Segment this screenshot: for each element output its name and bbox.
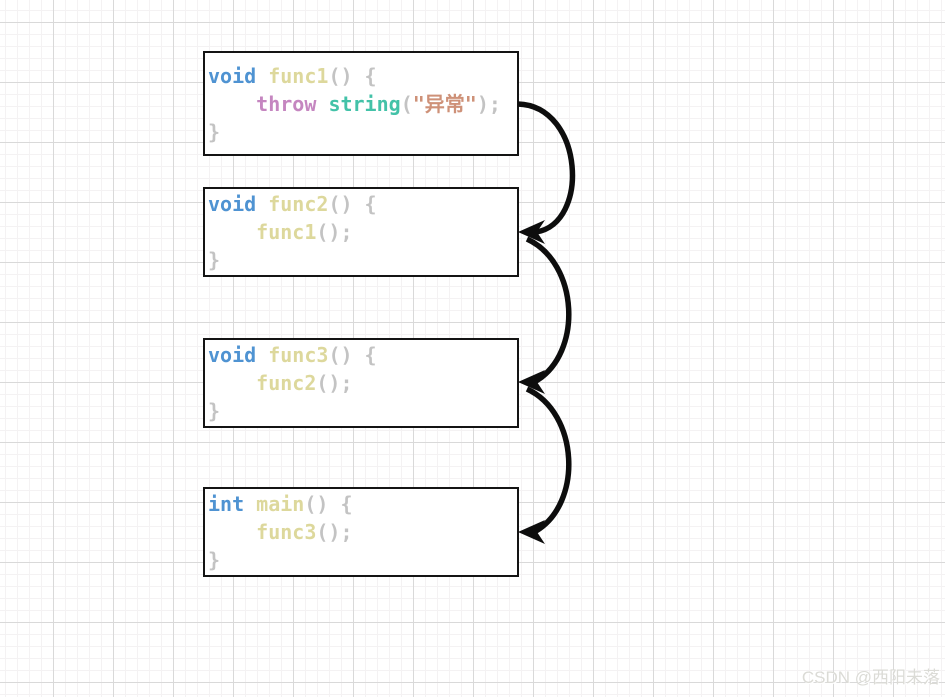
code-token-punct: (); <box>316 371 353 395</box>
code-token-punct: () { <box>328 343 377 367</box>
code-token-punct <box>256 64 268 88</box>
code-line: } <box>208 118 515 146</box>
code-token-punct: ); <box>476 92 501 116</box>
code-box-main: int main() { func3();} <box>203 487 519 577</box>
code-token-punct: } <box>208 548 221 572</box>
code-token-function: func1 <box>256 220 317 244</box>
code-token-punct <box>256 192 268 216</box>
arrow-func2-to-func3 <box>525 236 572 384</box>
code-token-punct: () { <box>328 64 377 88</box>
code-token-keyword: void <box>208 343 257 367</box>
code-token-type: string <box>328 92 401 116</box>
code-token-keyword: void <box>208 192 257 216</box>
code-token-punct <box>208 371 256 395</box>
code-token-punct <box>256 343 268 367</box>
code-token-punct <box>316 92 328 116</box>
code-line: func3(); <box>208 518 515 546</box>
code-token-punct: (); <box>316 220 353 244</box>
arrowhead-into-func2 <box>518 220 545 244</box>
code-line: func2(); <box>208 369 515 397</box>
code-line: int main() { <box>208 490 515 518</box>
arrowhead-into-main <box>518 520 545 544</box>
code-token-punct: } <box>208 399 221 423</box>
code-token-function: func1 <box>268 64 329 88</box>
code-line: } <box>208 546 515 574</box>
code-token-punct <box>244 492 256 516</box>
code-line: void func2() { <box>208 190 515 218</box>
code-token-string: "异常" <box>412 92 477 116</box>
watermark: CSDN @西阳未落 <box>801 668 940 687</box>
code-line: } <box>208 246 515 274</box>
code-token-punct <box>208 92 256 116</box>
arrow-func3-to-main <box>525 386 572 534</box>
arrowhead-into-func3 <box>518 370 545 394</box>
code-line: void func3() { <box>208 341 515 369</box>
code-token-punct <box>208 220 256 244</box>
code-line: throw string("异常"); <box>208 90 515 118</box>
code-token-function: func2 <box>268 192 329 216</box>
code-box-func3: void func3() { func2();} <box>203 338 519 428</box>
code-line: } <box>208 397 515 425</box>
code-token-function: func2 <box>256 371 317 395</box>
code-token-punct: } <box>208 120 221 144</box>
code-token-function: main <box>256 492 305 516</box>
code-token-function: func3 <box>268 343 329 367</box>
code-token-control: throw <box>256 92 317 116</box>
code-token-punct: (); <box>316 520 353 544</box>
code-box-func1: void func1() { throw string("异常");} <box>203 51 519 156</box>
arrow-func1-to-func2 <box>517 101 576 235</box>
code-line: void func1() { <box>208 62 515 90</box>
code-token-punct <box>208 520 256 544</box>
code-token-punct: ( <box>400 92 413 116</box>
code-box-func2: void func2() { func1();} <box>203 187 519 277</box>
code-token-punct: () { <box>304 492 353 516</box>
code-token-keyword: void <box>208 64 257 88</box>
code-token-function: func3 <box>256 520 317 544</box>
code-line: func1(); <box>208 218 515 246</box>
code-token-keyword: int <box>208 492 245 516</box>
code-token-punct: () { <box>328 192 377 216</box>
code-token-punct: } <box>208 248 221 272</box>
